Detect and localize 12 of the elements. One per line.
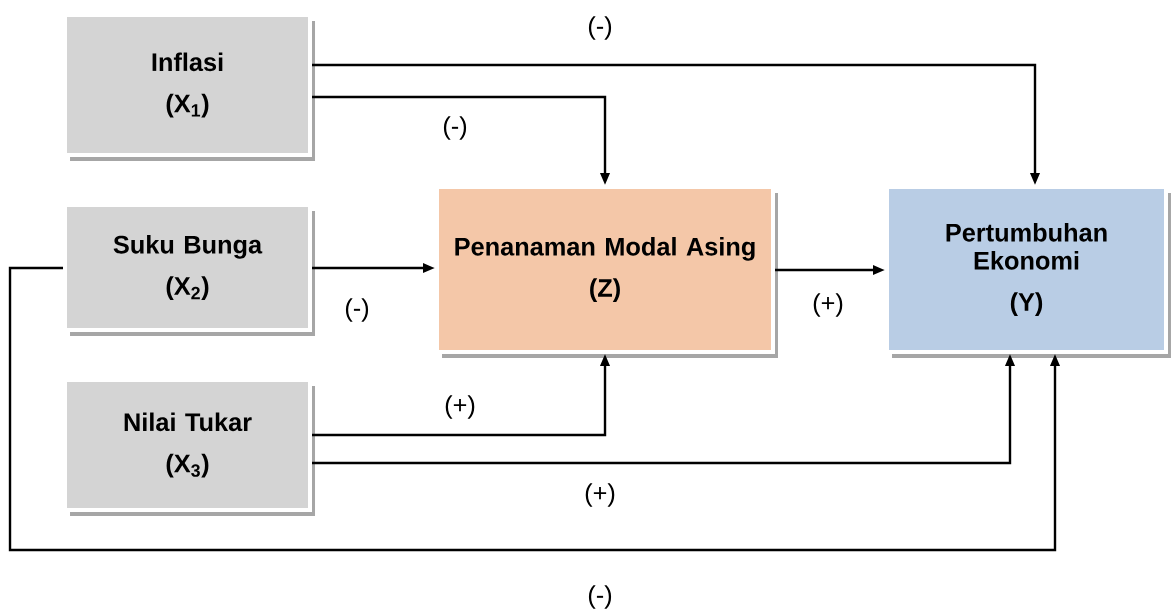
- edge-label: (+): [585, 483, 615, 507]
- variable-box: Nilai Tukar (X$_{3}$): [63, 378, 315, 516]
- variable-box: Suku Bunga (X$_{2}$): [63, 203, 315, 336]
- edge-label: (+): [445, 395, 475, 419]
- variable-box: Penanaman Modal Asing (Z): [435, 185, 778, 358]
- variable-box: Inflasi (X$_{1}$): [63, 13, 315, 161]
- edge-label: (-): [345, 298, 369, 322]
- edge-label: (-): [588, 585, 612, 609]
- edge-label: (-): [443, 116, 467, 140]
- variable-box: Pertumbuhan Ekonomi (Y): [885, 185, 1171, 358]
- edge-label: (+): [813, 293, 843, 317]
- edge-label: (-): [588, 16, 612, 40]
